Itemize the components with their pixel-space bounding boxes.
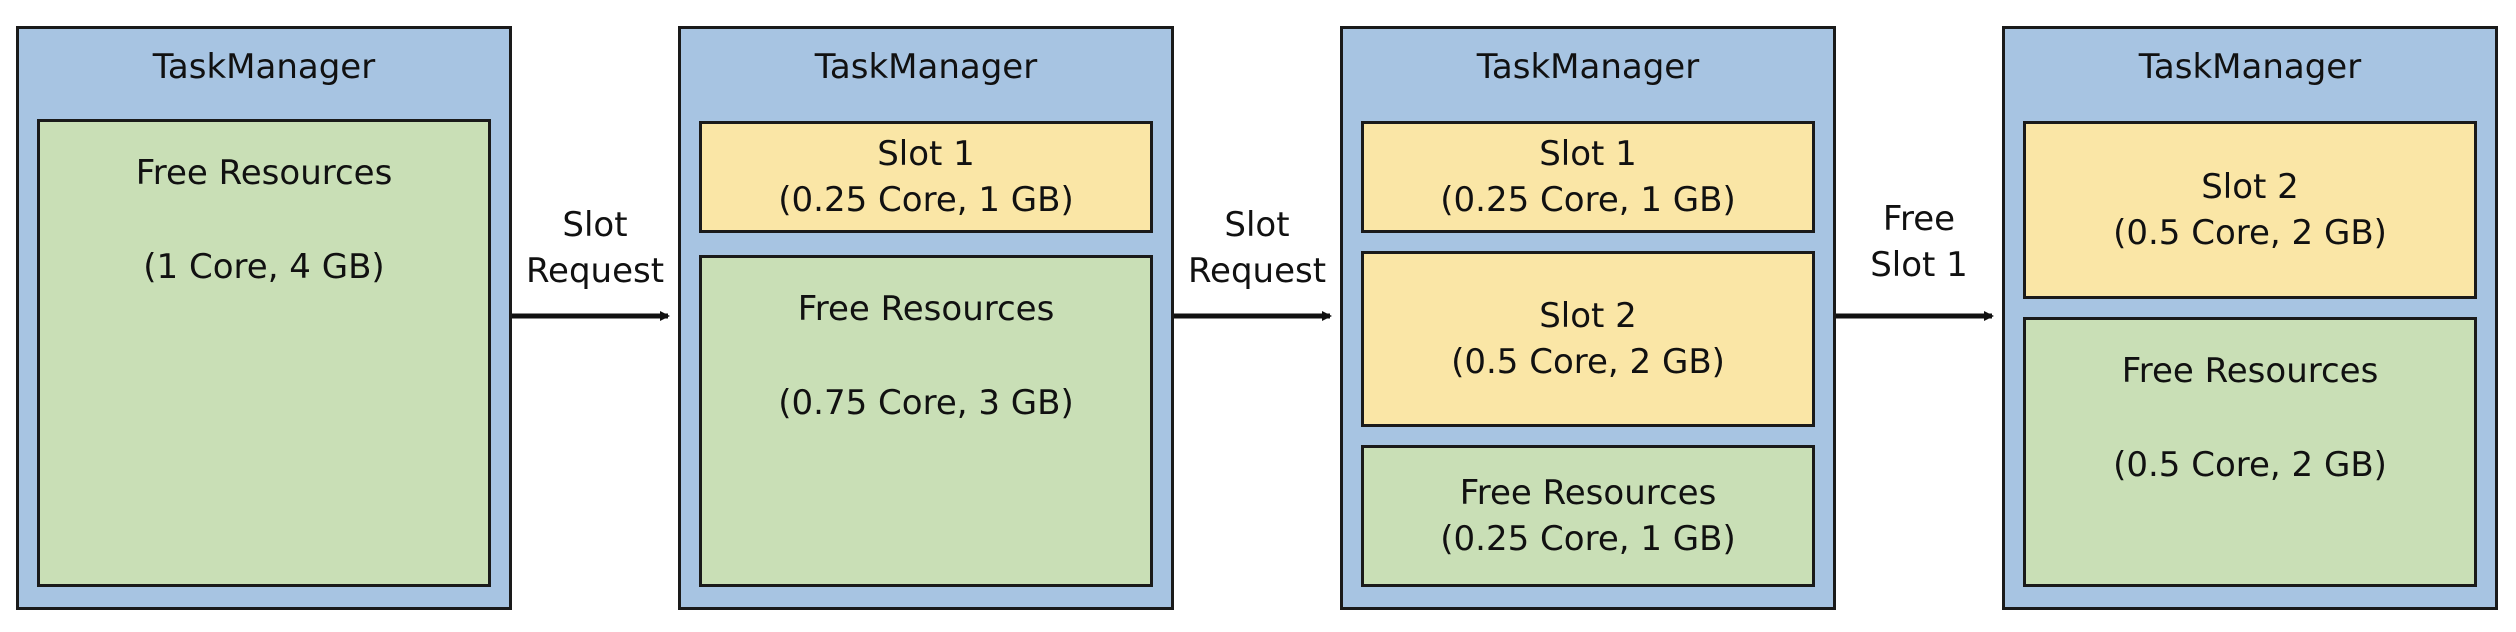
taskmanager-title: TaskManager <box>152 47 376 87</box>
arrow-label-line2: Slot 1 <box>1870 245 1968 285</box>
arrow-label-slot-request-2: Slot Request <box>1174 202 1340 294</box>
free-resources-box: Free Resources (0.25 Core, 1 GB) <box>1361 445 1815 587</box>
arrow-label-line1: Slot <box>1224 205 1290 245</box>
free-resources-box: Free Resources (0.75 Core, 3 GB) <box>699 255 1153 587</box>
slot-2-box: Slot 2 (0.5 Core, 2 GB) <box>1361 251 1815 427</box>
box-capacity: (0.5 Core, 2 GB) <box>2113 213 2387 253</box>
free-resources-box: Free Resources (0.5 Core, 2 GB) <box>2023 317 2477 587</box>
taskmanager-title: TaskManager <box>1476 47 1700 87</box>
box-capacity: (0.75 Core, 3 GB) <box>778 383 1074 423</box>
box-label: Free Resources <box>2121 351 2379 391</box>
arrow-label-line2: Request <box>1187 251 1327 291</box>
slot-1-box: Slot 1 (0.25 Core, 1 GB) <box>699 121 1153 233</box>
arrow-label-line1: Slot <box>562 205 628 245</box>
taskmanager-3: TaskManager Slot 1 (0.25 Core, 1 GB) Slo… <box>1340 26 1836 610</box>
box-label: Slot 2 <box>2201 167 2299 207</box>
taskmanager-title: TaskManager <box>2138 47 2362 87</box>
arrow-label-free-slot-1: Free Slot 1 <box>1836 196 2002 288</box>
box-label: Free Resources <box>797 289 1055 329</box>
box-capacity: (0.5 Core, 2 GB) <box>1451 342 1725 382</box>
box-capacity: (0.5 Core, 2 GB) <box>2113 445 2387 485</box>
box-capacity: (1 Core, 4 GB) <box>143 247 385 287</box>
box-capacity: (0.25 Core, 1 GB) <box>1440 180 1736 220</box>
box-label: Free Resources <box>1459 473 1717 513</box>
arrow-label-line2: Request <box>525 251 665 291</box>
arrow-label-line1: Free <box>1882 199 1956 239</box>
taskmanager-4: TaskManager Slot 2 (0.5 Core, 2 GB) Free… <box>2002 26 2498 610</box>
box-label: Free Resources <box>135 153 393 193</box>
box-label: Slot 2 <box>1539 296 1637 336</box>
arrow-label-slot-request-1: Slot Request <box>512 202 678 294</box>
taskmanager-1: TaskManager Free Resources (1 Core, 4 GB… <box>16 26 512 610</box>
box-label: Slot 1 <box>877 134 975 174</box>
box-capacity: (0.25 Core, 1 GB) <box>778 180 1074 220</box>
taskmanager-2: TaskManager Slot 1 (0.25 Core, 1 GB) Fre… <box>678 26 1174 610</box>
slot-2-box: Slot 2 (0.5 Core, 2 GB) <box>2023 121 2477 299</box>
box-capacity: (0.25 Core, 1 GB) <box>1440 519 1736 559</box>
taskmanager-title: TaskManager <box>814 47 1038 87</box>
box-label: Slot 1 <box>1539 134 1637 174</box>
free-resources-box: Free Resources (1 Core, 4 GB) <box>37 119 491 587</box>
slot-1-box: Slot 1 (0.25 Core, 1 GB) <box>1361 121 1815 233</box>
